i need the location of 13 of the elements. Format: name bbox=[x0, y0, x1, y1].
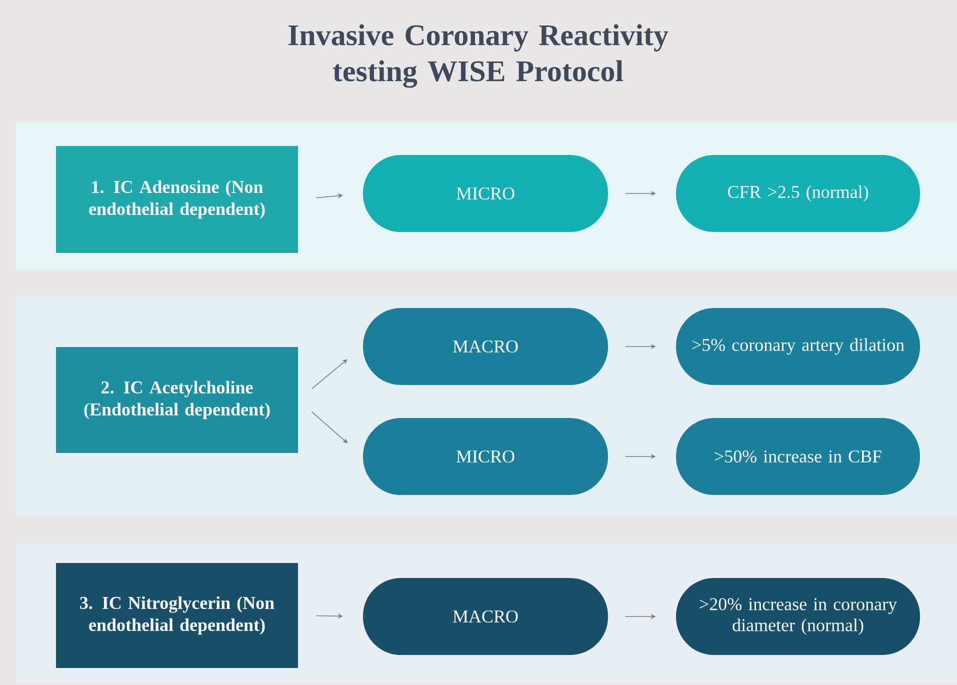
result-pill: >50% increase in CBF bbox=[676, 418, 920, 495]
result-pill: MICRO bbox=[363, 418, 608, 495]
result-pill: MACRO bbox=[363, 578, 608, 655]
step-box: 2. IC Acetylcholine (Endothelial dependent) bbox=[56, 347, 298, 453]
arrow bbox=[312, 359, 348, 389]
result-pill: MACRO bbox=[363, 308, 608, 385]
result-pill: >20% increase in coronary diameter (normal) bbox=[676, 578, 920, 655]
result-pill: CFR >2.5 (normal) bbox=[676, 155, 920, 232]
result-pill: MICRO bbox=[363, 155, 608, 232]
step-box: 3. IC Nitroglycerin (Non endothelial dependent) bbox=[56, 563, 298, 668]
result-pill: >5% coronary artery dilation bbox=[676, 308, 920, 385]
step-box: 1. IC Adenosine (Non endothelial dependent) bbox=[56, 146, 298, 253]
title: Invasive Coronary Reactivity testing WISE Protocol bbox=[288, 24, 668, 88]
